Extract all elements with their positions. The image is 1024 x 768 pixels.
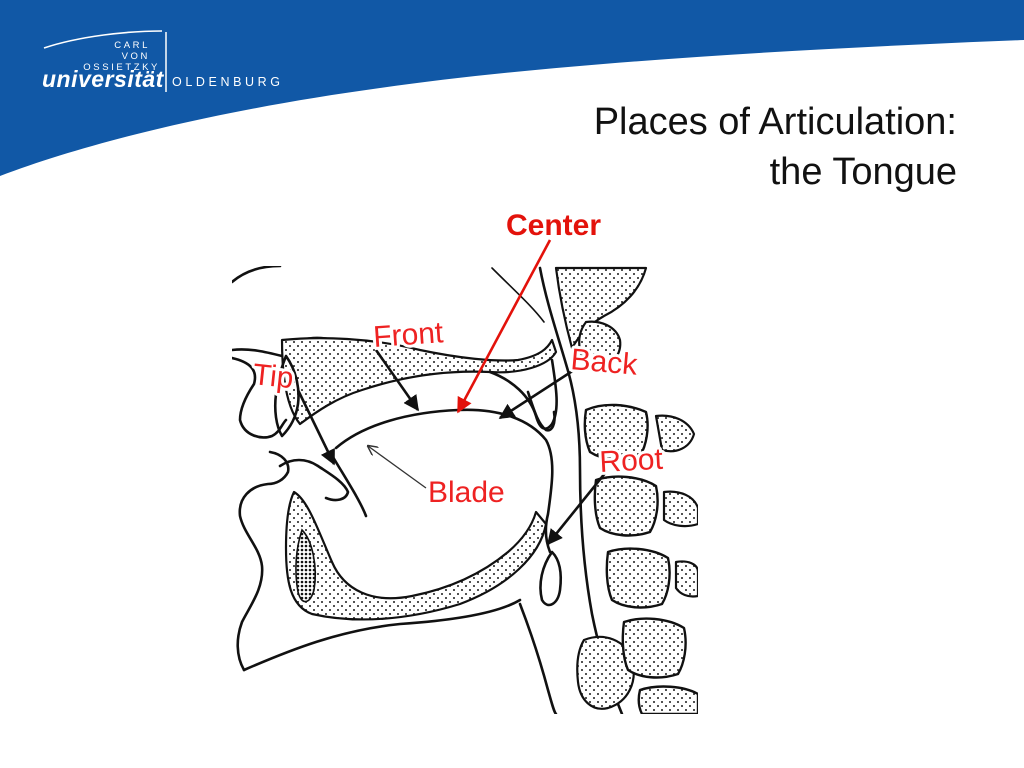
upper-lip-outline xyxy=(232,356,288,439)
lower-incisor xyxy=(278,458,350,502)
logo-line-ossietzky: OSSIETZKY xyxy=(83,62,160,73)
logo-city: OLDENBURG xyxy=(172,75,284,89)
spinal-process-3 xyxy=(674,560,698,598)
arrow-back xyxy=(498,368,575,420)
spinal-process-2 xyxy=(662,490,698,528)
vertebra-1 xyxy=(583,403,649,461)
university-logo: CARL VON OSSIETZKY universität OLDENBURG xyxy=(42,30,284,92)
vertebra-2 xyxy=(593,475,659,537)
logo-swoosh xyxy=(43,30,163,49)
arrow-tip xyxy=(296,389,336,466)
label-front: Front xyxy=(372,316,445,354)
diagram-labels: Center Front Tip Back Root Blade xyxy=(248,209,667,512)
upper-incisor xyxy=(273,354,300,438)
tongue-surface xyxy=(334,408,554,554)
larynx-outline xyxy=(518,602,558,714)
hyoid-region xyxy=(576,635,635,710)
label-center: Center xyxy=(506,209,601,242)
adenoid-region xyxy=(578,320,622,370)
logo-line-von: VON xyxy=(122,51,150,62)
pointer-arrows xyxy=(296,239,608,546)
spinal-process-1 xyxy=(654,414,696,453)
label-root: Root xyxy=(599,443,665,479)
arrow-blade xyxy=(368,446,427,489)
mandible xyxy=(284,490,548,621)
lower-lip-outline xyxy=(236,450,290,672)
epiglottis xyxy=(539,550,563,607)
logo-line-carl: CARL xyxy=(114,40,150,51)
header-band xyxy=(0,0,1024,176)
header-blue-wave xyxy=(0,0,1024,176)
hard-palate xyxy=(280,337,558,426)
label-blade: Blade xyxy=(428,476,505,509)
logo-university-word: universität xyxy=(42,66,165,92)
vocal-tract-diagram xyxy=(232,266,698,714)
lower-tooth-root xyxy=(295,528,317,603)
arrow-root xyxy=(546,471,608,546)
vertebra-4 xyxy=(621,617,687,679)
vertebra-5 xyxy=(637,685,698,714)
arrow-front xyxy=(374,349,420,412)
slide-title: Places of Articulation: the Tongue xyxy=(594,101,957,193)
vertebra-3 xyxy=(605,547,671,609)
uvula xyxy=(526,390,556,432)
arrow-center xyxy=(456,239,552,414)
tongue-lower-contour xyxy=(328,450,368,518)
label-tip: Tip xyxy=(251,358,295,395)
label-back: Back xyxy=(569,343,639,382)
pharynx-inner-line xyxy=(491,267,545,323)
title-line-2: the Tongue xyxy=(770,151,957,193)
nose-outline xyxy=(232,266,282,284)
jaw-outline xyxy=(242,598,522,672)
title-line-1: Places of Articulation: xyxy=(594,101,957,143)
